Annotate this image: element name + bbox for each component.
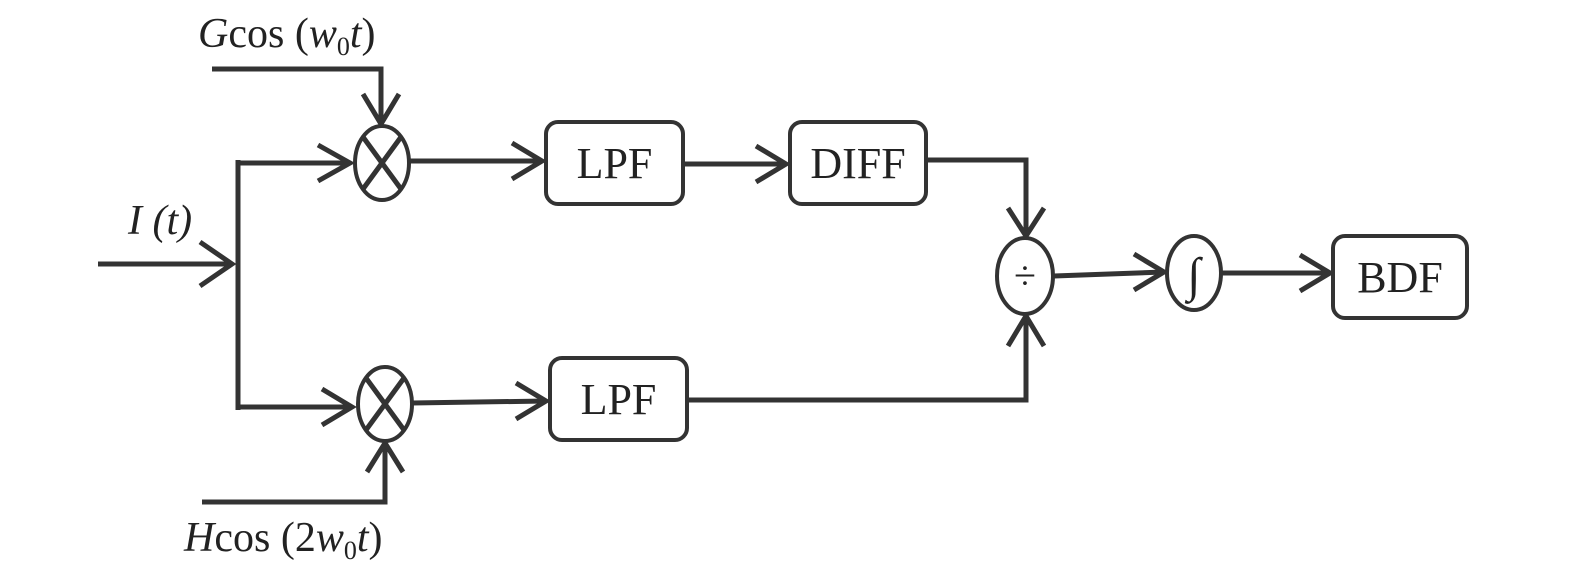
multiplier-bottom: [356, 365, 414, 443]
carrier-2-label: Hcos (2w0t): [183, 515, 383, 565]
carrier-2-wire: [202, 443, 388, 505]
bottom-branch-arrow: [320, 386, 357, 428]
divider-to-integrator-wire: [1053, 269, 1165, 279]
integrator-to-bdf-arrow: [1298, 252, 1335, 294]
carrier-1-wire: [212, 66, 384, 124]
mult-top-to-lpf-arrow: [510, 140, 547, 182]
lpf-bottom-block: LPF: [548, 356, 689, 442]
lpf-to-divider-arrow: [1005, 311, 1047, 348]
lpf-to-diff-arrow: [754, 143, 791, 185]
multiplier-top: [353, 124, 411, 202]
lpf-to-divider-wire: [687, 316, 1029, 403]
integral-icon: ∫: [1184, 249, 1203, 304]
divide-icon: ÷: [1014, 253, 1036, 298]
diff-to-divider-wire: [926, 157, 1029, 236]
diff-label: DIFF: [810, 139, 905, 188]
input-arrow: [198, 239, 237, 289]
carrier-1-label: Gcos (w0t): [198, 11, 376, 61]
bdf-label: BDF: [1357, 253, 1443, 302]
top-branch-arrow: [316, 142, 356, 184]
divider-node: ÷: [995, 236, 1055, 316]
lpf-top-block: LPF: [544, 120, 685, 206]
integrator-node: ∫: [1165, 234, 1223, 312]
lpf-bottom-label: LPF: [581, 375, 657, 424]
bdf-block: BDF: [1331, 234, 1469, 320]
carrier-1-arrow: [360, 92, 402, 129]
diff-to-divider-arrow: [1005, 206, 1047, 241]
mult-bottom-to-lpf-wire: [411, 398, 547, 406]
lpf-top-label: LPF: [577, 139, 653, 188]
input-signal-label: I (t): [127, 198, 192, 244]
divider-to-integrator-arrow: [1132, 251, 1169, 293]
mult-bottom-to-lpf-arrow: [514, 380, 551, 422]
diff-block: DIFF: [788, 120, 928, 206]
